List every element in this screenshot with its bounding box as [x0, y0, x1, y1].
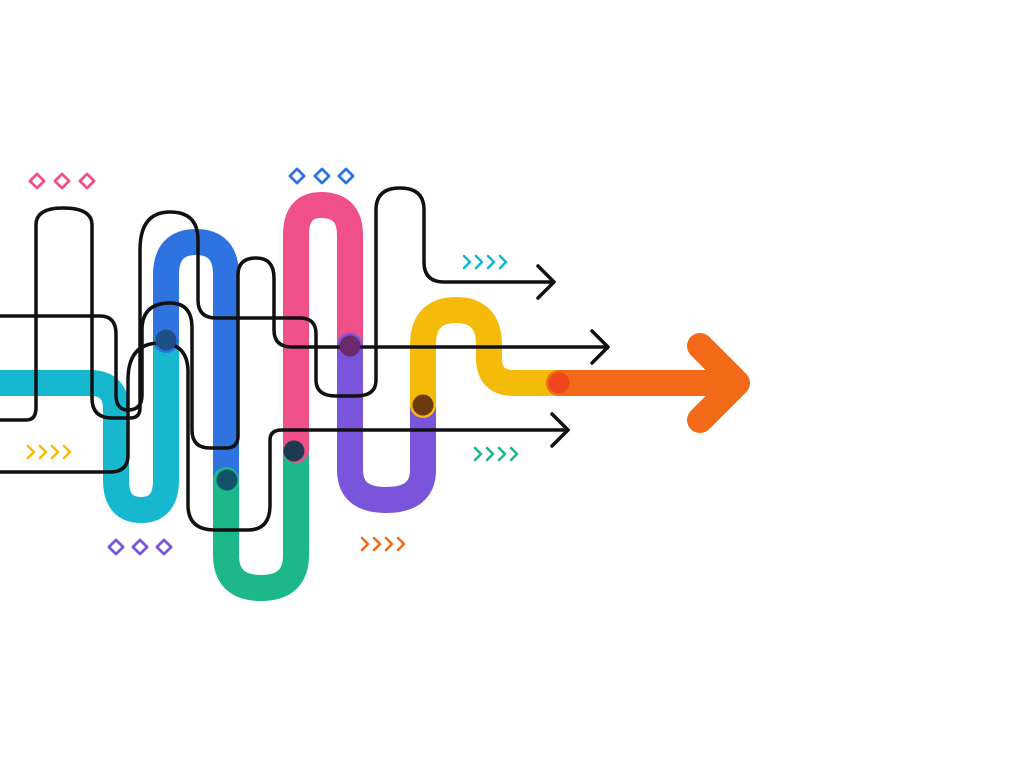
yellow-path — [410, 297, 572, 418]
blue-diamond-trio-icon — [288, 167, 355, 185]
purple-path — [337, 333, 436, 513]
junction-dot — [283, 440, 305, 462]
junction-dot — [155, 329, 177, 351]
black-path-c — [0, 341, 570, 532]
black-path-b — [0, 256, 610, 450]
cyan-chevrons-icon — [462, 254, 508, 270]
yellow-chevrons-icon — [26, 444, 72, 460]
colored-path-group — [0, 192, 750, 601]
pink-path — [283, 192, 363, 463]
orange-chevrons-icon — [360, 536, 406, 552]
black-path-a — [0, 186, 556, 422]
junction-dot — [339, 335, 361, 357]
cyan-path — [0, 327, 179, 523]
black-arrow-head-middle — [590, 329, 610, 365]
junction-dot — [412, 394, 434, 416]
blue-path — [153, 229, 239, 493]
junction-dot-group — [155, 329, 570, 491]
orange-arrow-head — [687, 333, 750, 433]
junction-dot — [216, 469, 238, 491]
green-path — [213, 437, 309, 601]
teal-chevrons-icon — [473, 446, 519, 462]
purple-diamond-trio-icon — [107, 538, 173, 556]
junction-dot — [548, 372, 570, 394]
black-line-group — [0, 186, 610, 532]
orange-arrow-icon — [546, 333, 750, 433]
black-arrow-head-top — [536, 264, 556, 300]
black-arrow-head-bottom — [550, 412, 570, 448]
pink-diamond-trio-icon — [28, 172, 96, 190]
